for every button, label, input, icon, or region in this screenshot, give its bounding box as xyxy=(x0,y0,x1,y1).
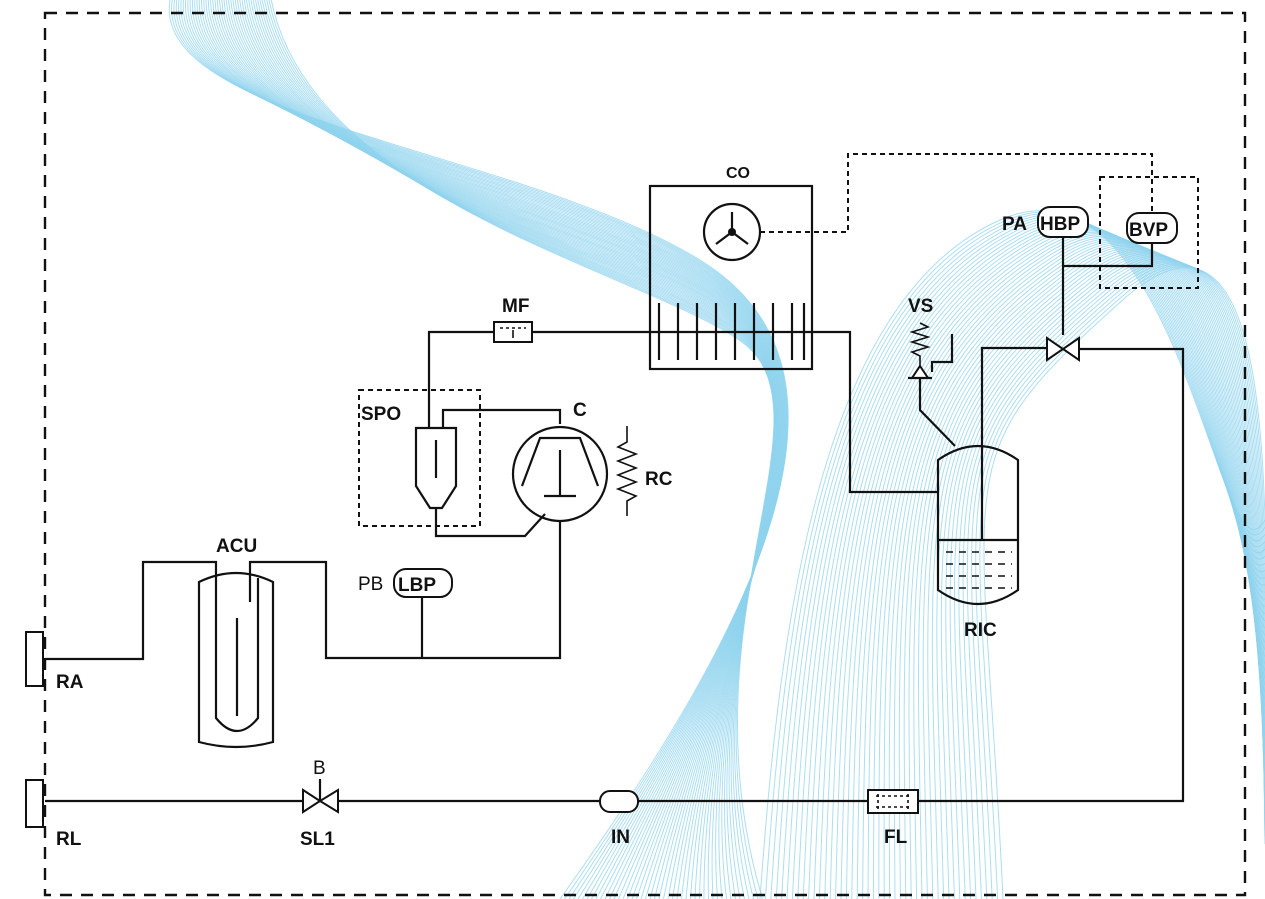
label-fl: FL xyxy=(884,827,908,848)
label-acu: ACU xyxy=(216,536,257,557)
liquid-line-right xyxy=(918,347,1185,803)
crankcase-heater xyxy=(615,426,639,516)
receiver xyxy=(936,444,1020,606)
fan-control-line xyxy=(760,153,1153,233)
acu-inlet-line xyxy=(45,560,218,661)
label-ric: RIC xyxy=(964,620,997,641)
compressor xyxy=(511,425,609,523)
mf-filter xyxy=(493,321,533,343)
label-in: IN xyxy=(611,827,630,848)
label-b: B xyxy=(313,758,326,779)
system-boundary xyxy=(43,11,1247,897)
label-pa: PA xyxy=(1002,214,1027,235)
sight-glass xyxy=(599,790,639,813)
bvp-line xyxy=(1063,243,1154,268)
discharge-line xyxy=(427,330,494,428)
oil-separator xyxy=(414,426,546,538)
ra-connector xyxy=(25,631,44,687)
label-bvp: BVP xyxy=(1129,220,1168,241)
label-pb: PB xyxy=(358,574,383,595)
suction-line xyxy=(248,521,562,660)
mf-to-condenser-line xyxy=(532,330,938,494)
label-co: CO xyxy=(726,165,750,182)
sl1-valve xyxy=(302,779,339,814)
safety-valve xyxy=(908,322,956,447)
accumulator xyxy=(197,572,275,749)
spo-to-compressor-top xyxy=(441,408,562,428)
rl-connector xyxy=(25,779,44,828)
pressure-switch-box xyxy=(1099,176,1199,289)
spo-box xyxy=(358,389,481,527)
label-mf: MF xyxy=(502,296,529,317)
label-rl: RL xyxy=(56,829,82,850)
label-ra: RA xyxy=(56,672,84,693)
label-sl1: SL1 xyxy=(300,829,335,850)
pressure-valve xyxy=(1046,336,1080,362)
filter-drier xyxy=(867,789,919,814)
label-spo: SPO xyxy=(361,404,401,425)
label-vs: VS xyxy=(908,296,933,317)
label-c: C xyxy=(573,400,587,421)
lbp-switch xyxy=(393,568,453,598)
label-hbp: HBP xyxy=(1040,214,1080,235)
label-rc: RC xyxy=(645,469,673,490)
background-watermark xyxy=(168,0,1265,899)
label-lbp: LBP xyxy=(398,575,436,596)
receiver-outlet-line xyxy=(980,346,1047,540)
